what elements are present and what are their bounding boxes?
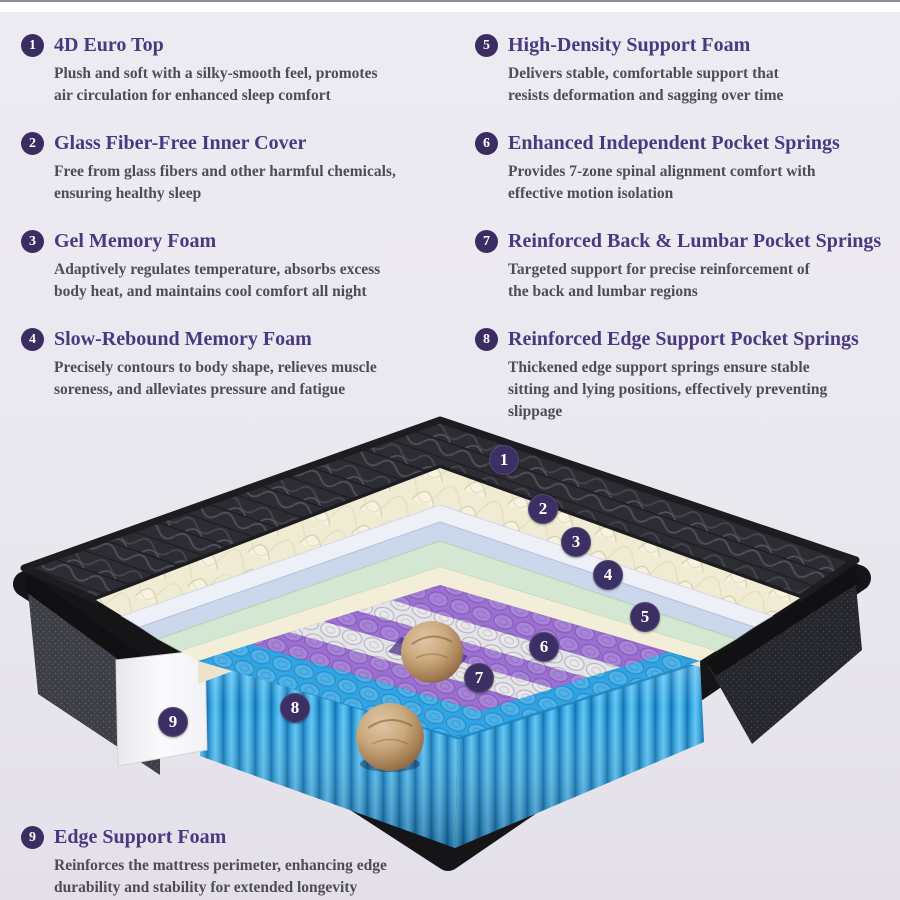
feature-description: Provides 7-zone spinal alignment comfort… (508, 163, 816, 202)
feature-title: Enhanced Independent Pocket Springs (508, 132, 840, 154)
feature-description: Free from glass fibers and other harmful… (54, 163, 396, 202)
feature-number-badge: 6 (475, 132, 498, 155)
feature-title: Reinforced Edge Support Pocket Springs (508, 328, 859, 350)
feature-item-7: 7 Reinforced Back & Lumbar Pocket Spring… (475, 230, 895, 328)
feature-description: Thickened edge support springs ensure st… (508, 359, 828, 420)
feature-number-badge: 8 (475, 328, 498, 351)
feature-number-badge: 5 (475, 34, 498, 57)
feature-item-2: 2 Glass Fiber-Free Inner Cover Free from… (21, 132, 461, 230)
feature-item-9: 9 Edge Support Foam Reinforces the mattr… (21, 826, 521, 899)
feature-title: Edge Support Foam (54, 826, 227, 848)
feature-description: Reinforces the mattress perimeter, enhan… (54, 857, 387, 896)
feature-item-4: 4 Slow-Rebound Memory Foam Precisely con… (21, 328, 461, 426)
feature-number-badge: 7 (475, 230, 498, 253)
feature-description: Targeted support for precise reinforceme… (508, 261, 810, 300)
feature-item-8: 8 Reinforced Edge Support Pocket Springs… (475, 328, 895, 426)
feature-number-badge: 1 (21, 34, 44, 57)
feature-description: Plush and soft with a silky-smooth feel,… (54, 65, 378, 104)
feature-item-5: 5 High-Density Support Foam Delivers sta… (475, 34, 895, 132)
feature-list-left: 1 4D Euro Top Plush and soft with a silk… (21, 30, 461, 426)
feature-number-badge: 3 (21, 230, 44, 253)
feature-number-badge: 2 (21, 132, 44, 155)
feature-item-6: 6 Enhanced Independent Pocket Springs Pr… (475, 132, 895, 230)
feature-number-badge: 9 (21, 826, 44, 849)
feature-item-3: 3 Gel Memory Foam Adaptively regulates t… (21, 230, 461, 328)
feature-title: 4D Euro Top (54, 34, 164, 56)
feature-description: Adaptively regulates temperature, absorb… (54, 261, 381, 300)
feature-list-right: 5 High-Density Support Foam Delivers sta… (475, 30, 895, 426)
feature-title: Reinforced Back & Lumbar Pocket Springs (508, 230, 882, 252)
feature-description: Precisely contours to body shape, reliev… (54, 359, 377, 398)
feature-description: Delivers stable, comfortable support tha… (508, 65, 784, 104)
feature-title: Gel Memory Foam (54, 230, 217, 252)
feature-list-bottom: 9 Edge Support Foam Reinforces the mattr… (21, 822, 521, 899)
feature-item-1: 1 4D Euro Top Plush and soft with a silk… (21, 34, 461, 132)
feature-number-badge: 4 (21, 328, 44, 351)
top-divider (0, 0, 900, 2)
feature-title: Slow-Rebound Memory Foam (54, 328, 312, 350)
feature-title: High-Density Support Foam (508, 34, 751, 56)
feature-title: Glass Fiber-Free Inner Cover (54, 132, 307, 154)
